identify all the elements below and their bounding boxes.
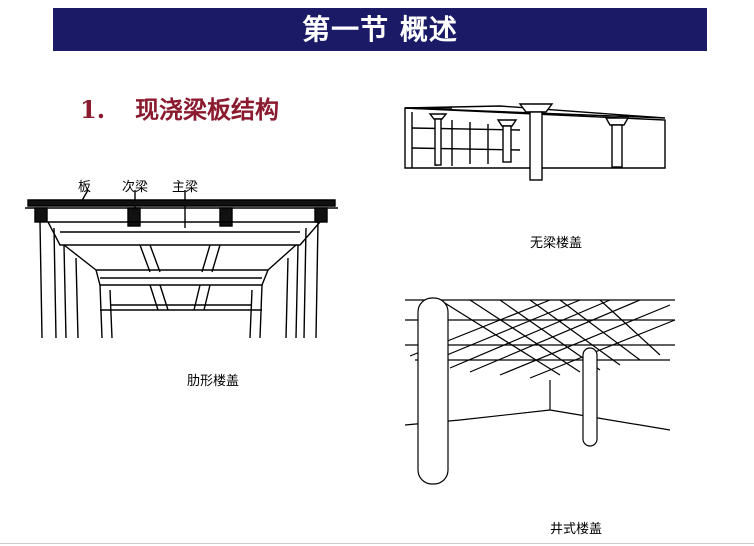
label-beamless-floor: 无梁楼盖 <box>530 236 583 251</box>
label-waffle-floor: 井式楼盖 <box>550 522 603 537</box>
slide-title: 第一节 概述 <box>302 13 458 46</box>
heading-text: 现浇梁板结构 <box>135 95 280 124</box>
heading-number: 1. <box>80 95 106 124</box>
label-slab: 板 <box>78 180 92 195</box>
label-main-beam: 主梁 <box>172 180 199 195</box>
title-bar: 第一节 概述 <box>53 8 707 51</box>
slide-bottom-border <box>0 543 754 544</box>
section-heading: 1. 现浇梁板结构 <box>80 90 279 125</box>
label-secondary-beam: 次梁 <box>122 180 149 195</box>
label-ribbed-floor: 肋形楼盖 <box>187 374 240 389</box>
